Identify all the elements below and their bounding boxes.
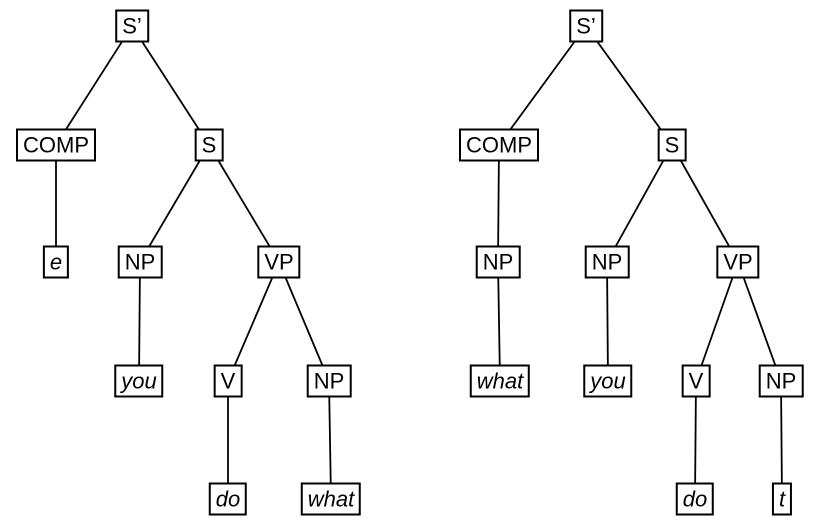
tree-left-node-what: what [300, 482, 362, 516]
tree-edge-left-s-np1 [139, 144, 210, 263]
tree-edge-left-vp-v [227, 261, 280, 382]
tree-right-node-np0: NP [475, 245, 521, 279]
tree-left-node-sbar: S’ [115, 9, 149, 43]
tree-edge-right-vp-v [695, 261, 739, 382]
tree-edge-right-np0-what [497, 261, 501, 382]
tree-left-node-np2: NP [306, 364, 352, 398]
tree-edge-left-np2-what [328, 380, 332, 500]
tree-edge-left-s-vp [208, 144, 280, 263]
tree-edge-right-s-vp [671, 144, 739, 263]
tree-right-node-s: S [657, 128, 687, 162]
tree-left-node-comp: COMP [16, 128, 96, 162]
tree-right-node-you: you [583, 364, 633, 398]
tree-right-node-what: what [469, 364, 531, 398]
tree-left-node-e: e [42, 245, 70, 279]
tree-left-node-vp: VP [257, 245, 301, 279]
tree-right-node-v: V [681, 364, 711, 398]
tree-edge-right-np2-t [780, 380, 783, 500]
tree-right-node-comp: COMP [459, 128, 539, 162]
tree-edge-right-sbar-s [585, 25, 673, 146]
tree-edge-left-vp-np2 [278, 261, 330, 382]
tree-edge-right-vp-np2 [737, 261, 782, 382]
tree-right-node-do: do [675, 482, 715, 516]
tree-left-node-s: S [194, 128, 224, 162]
tree-edge-right-v-do [694, 380, 697, 500]
tree-right-node-vp: VP [716, 245, 760, 279]
tree-right-node-np2: NP [758, 364, 804, 398]
tree-right-node-np1: NP [584, 245, 630, 279]
tree-edge-left-sbar-s [131, 25, 210, 146]
tree-edge-right-np1-you [606, 261, 609, 382]
tree-edge-right-s-np1 [606, 144, 673, 263]
tree-edge-left-sbar-comp [55, 25, 133, 146]
tree-edge-right-comp-np0 [497, 144, 500, 263]
tree-left-node-you: you [114, 364, 164, 398]
tree-right-node-sbar: S’ [569, 9, 603, 43]
tree-edge-right-sbar-comp [498, 25, 587, 146]
tree-left-node-v: V [213, 364, 243, 398]
tree-right-node-t: t [771, 482, 793, 516]
tree-edge-left-np1-you [138, 261, 141, 382]
tree-left-node-do: do [208, 482, 248, 516]
tree-left-node-np1: NP [117, 245, 163, 279]
